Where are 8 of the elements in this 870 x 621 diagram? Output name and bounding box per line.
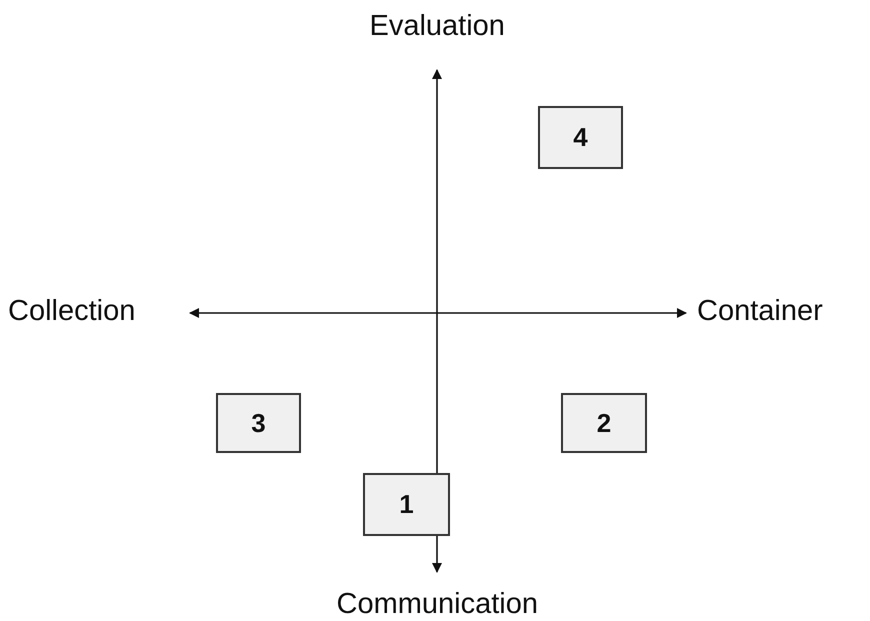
quadrant-number: 1: [363, 473, 450, 536]
quadrant-number: 3: [216, 393, 301, 453]
axis-label: Collection: [8, 297, 136, 326]
quadrant-number: 4: [538, 106, 623, 169]
axis-label: Evaluation: [370, 12, 505, 41]
axis-label: Container: [697, 297, 823, 326]
quadrant-number: 2: [561, 393, 647, 453]
axis-label: Communication: [336, 590, 538, 619]
